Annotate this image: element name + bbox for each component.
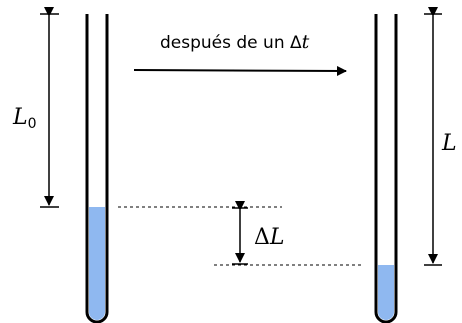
- right-test-tube: [374, 14, 398, 323]
- delta-length-label: ΔL: [254, 225, 285, 250]
- right-tube-liquid: [378, 265, 394, 320]
- left-tube-liquid: [89, 207, 105, 320]
- process-caption: después de un Δt: [160, 31, 310, 53]
- left-tube-outline: [85, 14, 109, 323]
- process-arrow-line: [133, 65, 347, 76]
- delta-length-dimension: ΔL: [232, 201, 285, 265]
- initial-length-dimension: L0: [10, 7, 59, 208]
- final-length-dimension: L: [424, 7, 462, 266]
- right-tube-outline: [374, 14, 398, 323]
- final-length-label: L: [441, 131, 457, 156]
- left-test-tube: [85, 14, 109, 323]
- process-arrow: después de un Δt: [133, 31, 347, 76]
- initial-length-label: L0: [12, 105, 37, 132]
